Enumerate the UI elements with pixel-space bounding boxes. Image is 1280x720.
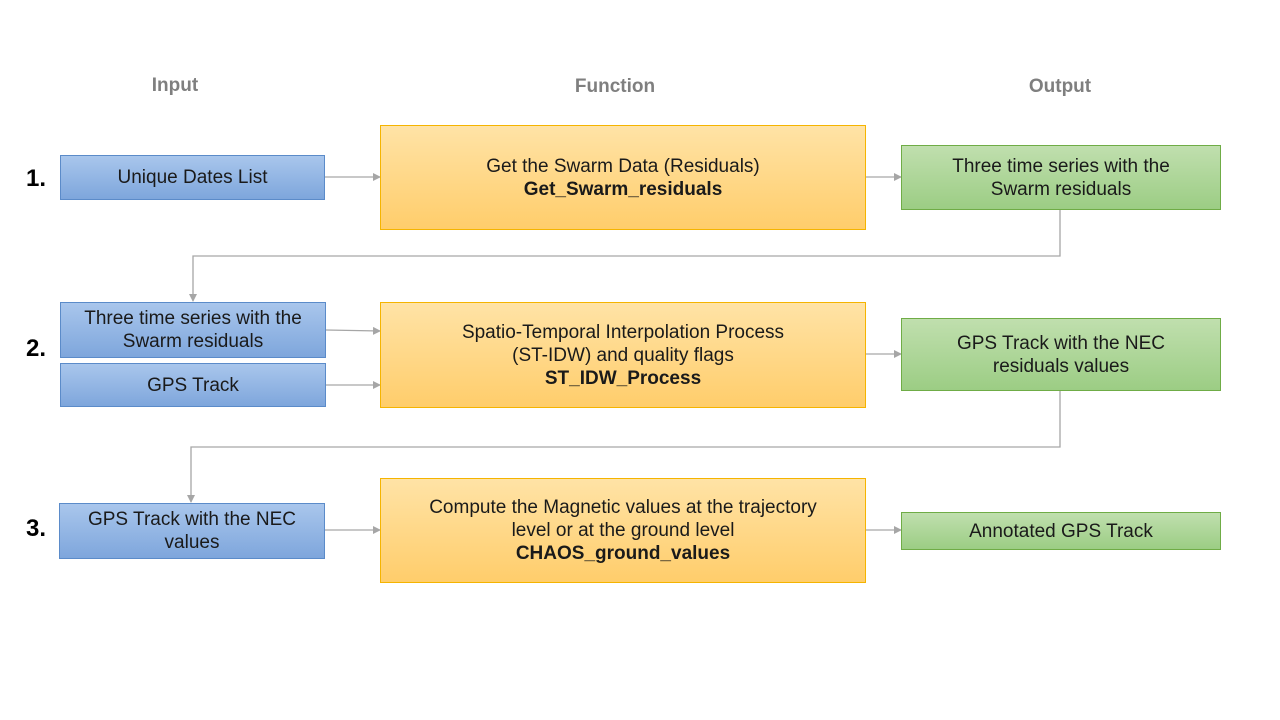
output-box-nec-residuals: GPS Track with the NEC residuals values (901, 318, 1221, 391)
output-box-annotated-track: Annotated GPS Track (901, 512, 1221, 550)
step-number-1: 1. (26, 165, 47, 192)
function-description: Get the Swarm Data (Residuals) (486, 155, 760, 177)
function-name: ST_IDW_Process (544, 367, 702, 389)
output-label-line: GPS Track with the NEC (956, 332, 1165, 354)
function-name: Get_Swarm_residuals (523, 178, 723, 200)
header-output: Output (1028, 76, 1092, 97)
input-box-swarm-residuals: Three time series with the Swarm residua… (60, 302, 326, 358)
output-label-line: Three time series with the (952, 155, 1170, 177)
step-number-2: 2. (26, 335, 47, 362)
input-box-gps-track: GPS Track (60, 363, 326, 407)
function-description-line: Spatio-Temporal Interpolation Process (461, 321, 785, 343)
function-description-line: level or at the ground level (511, 520, 735, 541)
input-label-line: GPS Track with the NEC (87, 509, 296, 530)
input-box-gps-nec-values: GPS Track with the NEC values (59, 503, 325, 559)
function-box-st-idw: Spatio-Temporal Interpolation Process (S… (380, 302, 866, 408)
output-label: Annotated GPS Track (969, 520, 1153, 542)
arrow-output2-to-input3 (187, 391, 1061, 503)
function-description-line: (ST-IDW) and quality flags (512, 344, 734, 366)
arrow-output1-to-input2 (189, 210, 1061, 302)
header-input: Input (151, 75, 199, 96)
input-label-line: values (164, 532, 220, 553)
input-label-line: Three time series with the (84, 308, 302, 329)
function-name: CHAOS_ground_values (515, 543, 731, 564)
output-label-line: residuals values (992, 355, 1130, 377)
step-number-3: 3. (26, 515, 47, 542)
function-description-line: Compute the Magnetic values at the traje… (429, 497, 817, 518)
input-label: Unique Dates List (117, 167, 268, 188)
output-box-swarm-residuals: Three time series with the Swarm residua… (901, 145, 1221, 210)
arrow-input2a-to-function-2 (325, 326, 381, 335)
function-box-chaos: Compute the Magnetic values at the traje… (380, 478, 866, 583)
input-box-unique-dates: Unique Dates List (60, 155, 325, 200)
function-box-get-swarm: Get the Swarm Data (Residuals) Get_Swarm… (380, 125, 866, 230)
output-label-line: Swarm residuals (990, 178, 1132, 200)
input-label: GPS Track (147, 374, 239, 396)
header-function: Function (574, 76, 656, 97)
input-label-line: Swarm residuals (122, 331, 264, 352)
